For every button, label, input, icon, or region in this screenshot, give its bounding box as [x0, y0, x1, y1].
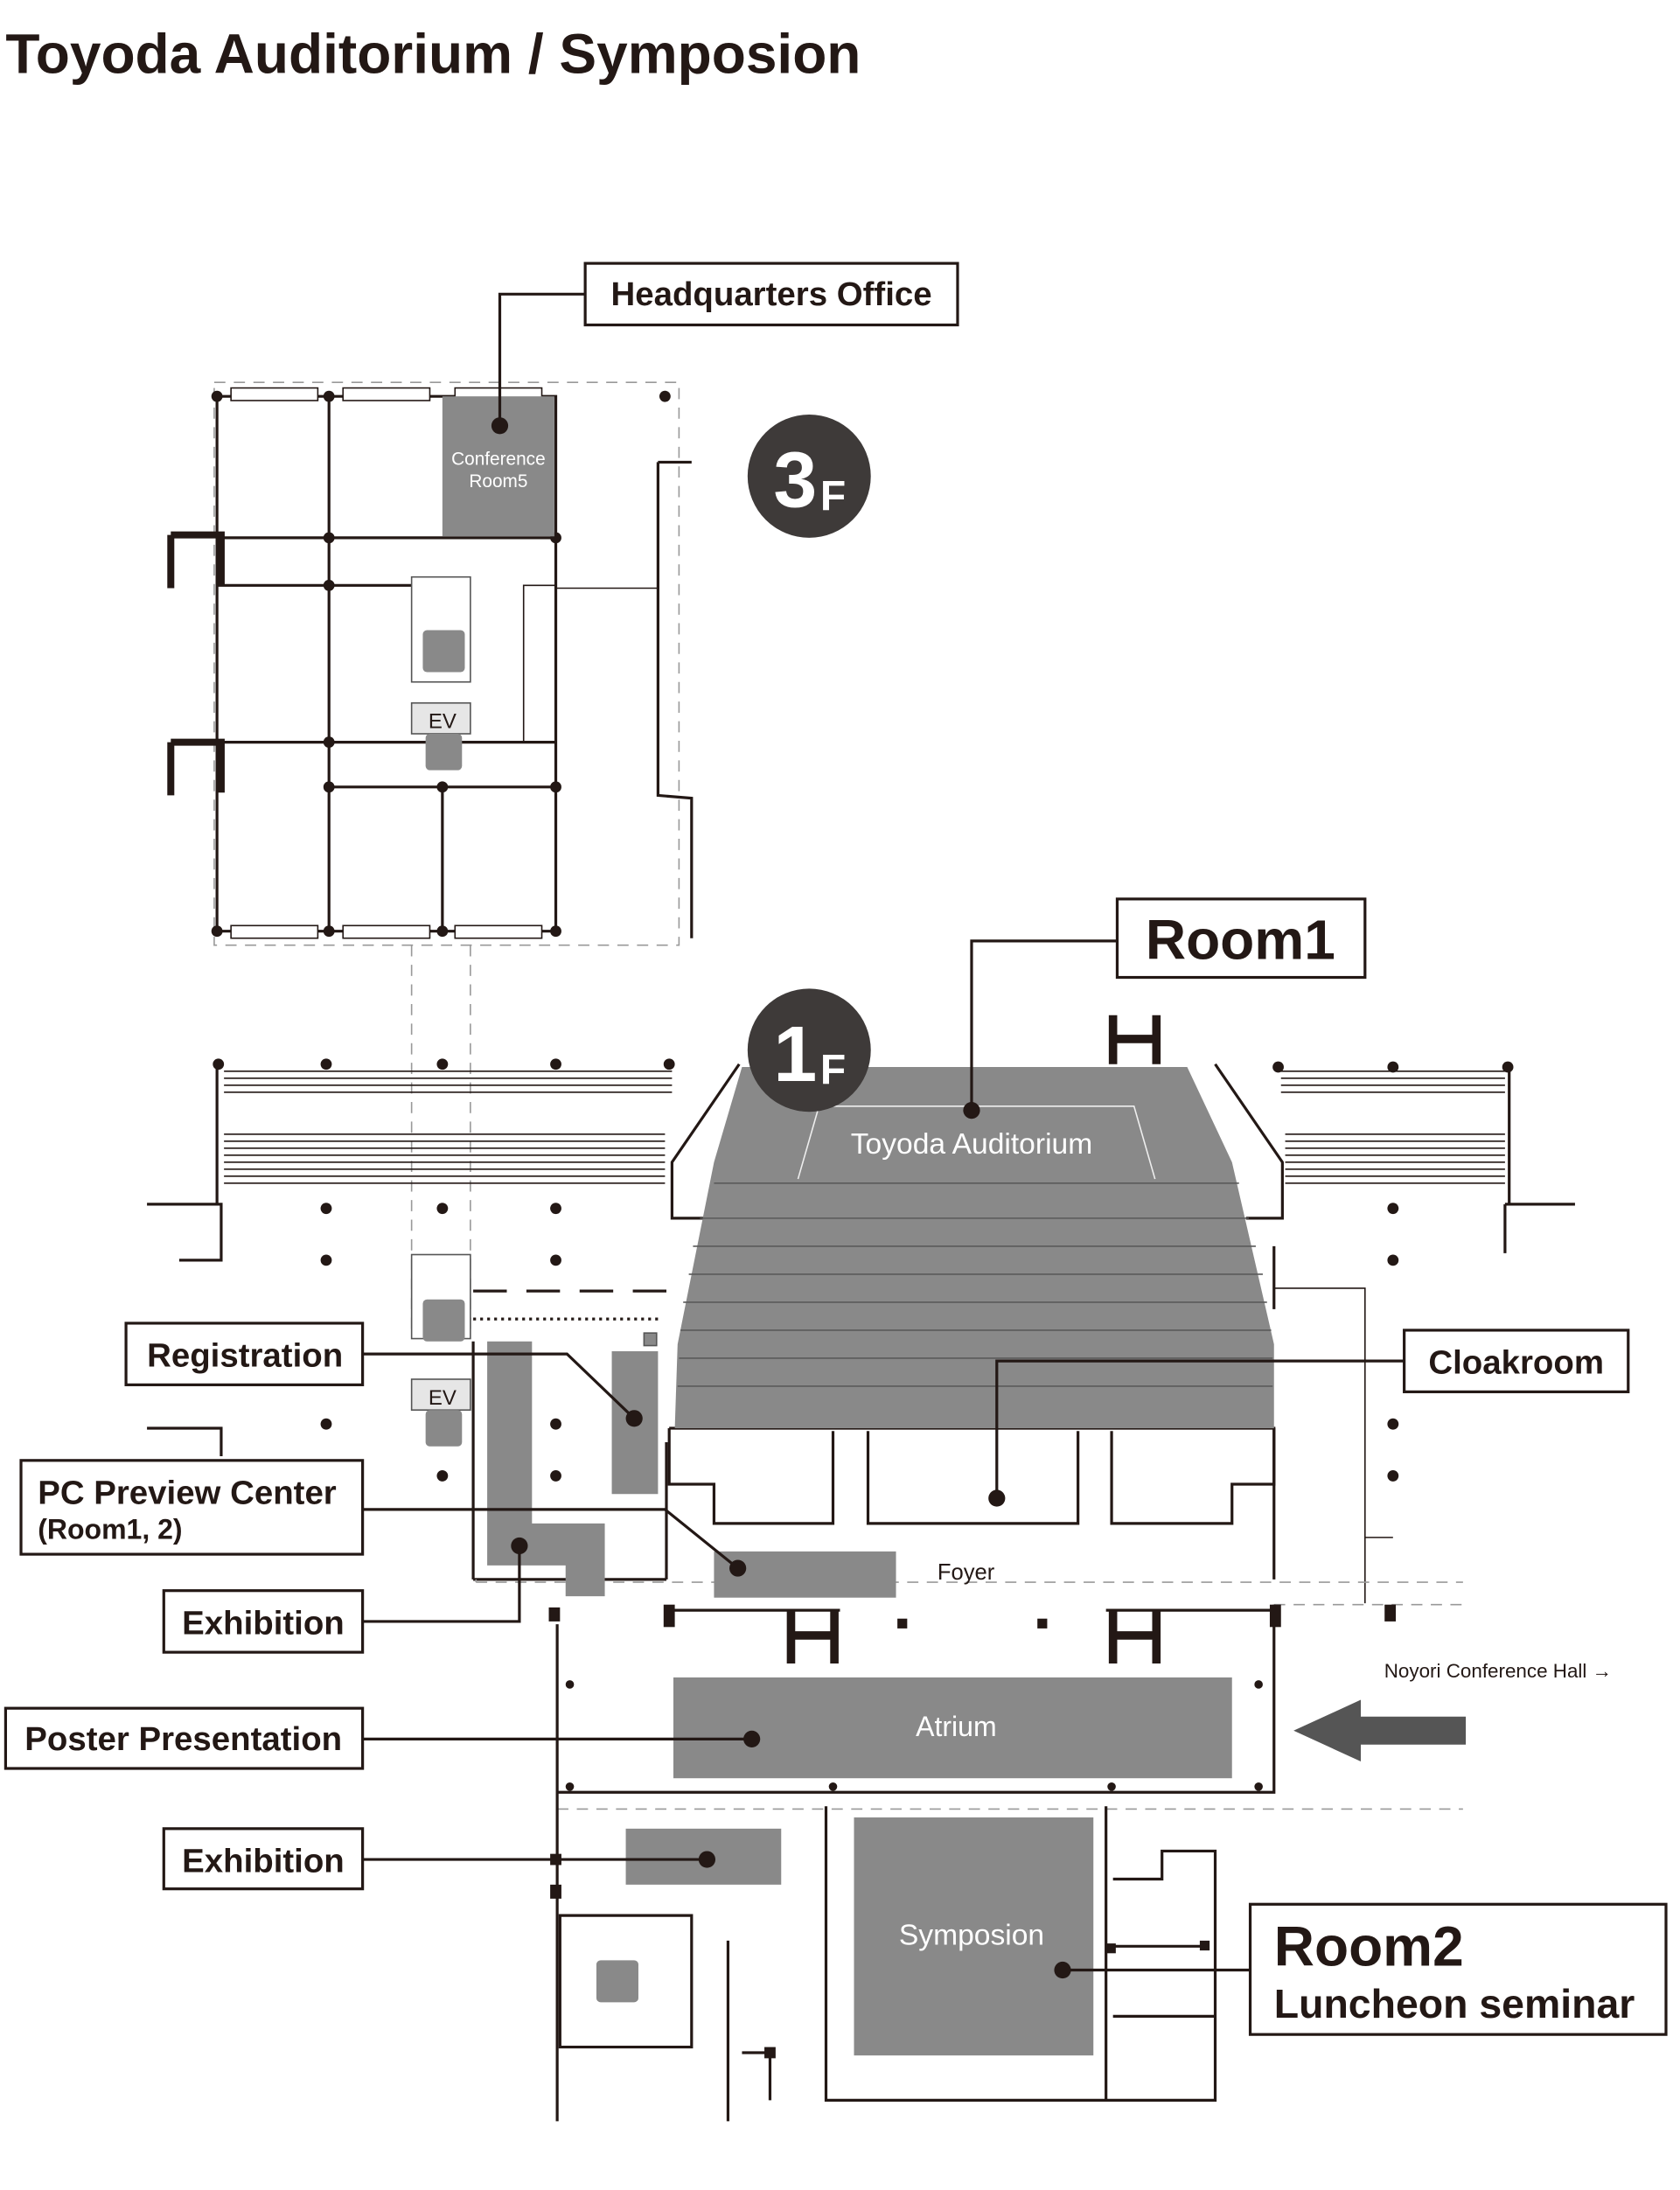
conference-room5-label-2: Room5 [469, 471, 527, 492]
pc-preview-sublabel: (Room1, 2) [38, 1513, 182, 1545]
floor-3f-plan: EV [167, 381, 694, 1330]
svg-text:F: F [820, 473, 846, 520]
pc-preview-label: PC Preview Center [38, 1474, 337, 1511]
symposion-room [854, 1817, 1094, 2056]
svg-text:F: F [820, 1047, 846, 1093]
auditorium-label: Toyoda Auditorium [851, 1128, 1093, 1161]
toyoda-auditorium [674, 1066, 1274, 1428]
room2-callout [1248, 1902, 1668, 2036]
exhibition-area-1 [487, 1341, 605, 1597]
exhibition-label-2: Exhibition [182, 1842, 345, 1880]
poster-label: Poster Presentation [24, 1720, 342, 1758]
cloakroom-callout [1403, 1329, 1630, 1393]
stairs-icon-1f [422, 1299, 465, 1342]
stairs-icon [422, 630, 465, 673]
headquarters-office-label: Headquarters Office [610, 275, 931, 313]
luncheon-seminar-label: Luncheon seminar [1274, 1981, 1635, 2026]
elevator-label-3f: EV [429, 710, 457, 734]
elevator-label-1f: EV [429, 1386, 457, 1410]
registration-callout [124, 1322, 365, 1386]
atrium-area [673, 1677, 1232, 1779]
exhibition-callout-2 [162, 1827, 365, 1891]
page-title: Toyoda Auditorium / Symposion [5, 22, 861, 85]
pc-preview-area [714, 1551, 896, 1598]
room2-label: Room2 [1274, 1915, 1464, 1978]
elevator-icon-1f [425, 1410, 463, 1447]
floor-badge-3f: 3 F [747, 414, 871, 538]
room1-callout [1115, 897, 1367, 980]
foyer-label: Foyer [938, 1560, 995, 1585]
exhibition-callout-1 [162, 1589, 365, 1654]
floor-badge-1f: 1 F [747, 988, 871, 1112]
svg-text:1: 1 [773, 1010, 817, 1098]
atrium-label: Atrium [916, 1711, 996, 1742]
poster-callout [3, 1706, 365, 1770]
conference-room5-label: Conference [451, 450, 546, 470]
room1-label: Room1 [1146, 909, 1335, 972]
elevator-icon [425, 733, 463, 771]
exhibition-label-1: Exhibition [182, 1604, 345, 1642]
restroom-icon [596, 1960, 638, 2003]
svg-text:3: 3 [773, 436, 817, 524]
noyori-direction-label: Noyori Conference Hall → [1384, 1660, 1612, 1682]
symposion-label: Symposion [899, 1920, 1044, 1952]
cloakroom-label: Cloakroom [1428, 1344, 1604, 1382]
registration-label: Registration [147, 1337, 343, 1375]
floor-1f-plan: EV [147, 1015, 1575, 2122]
left-arrow-icon [1293, 1699, 1467, 1761]
pc-preview-callout [19, 1459, 365, 1556]
